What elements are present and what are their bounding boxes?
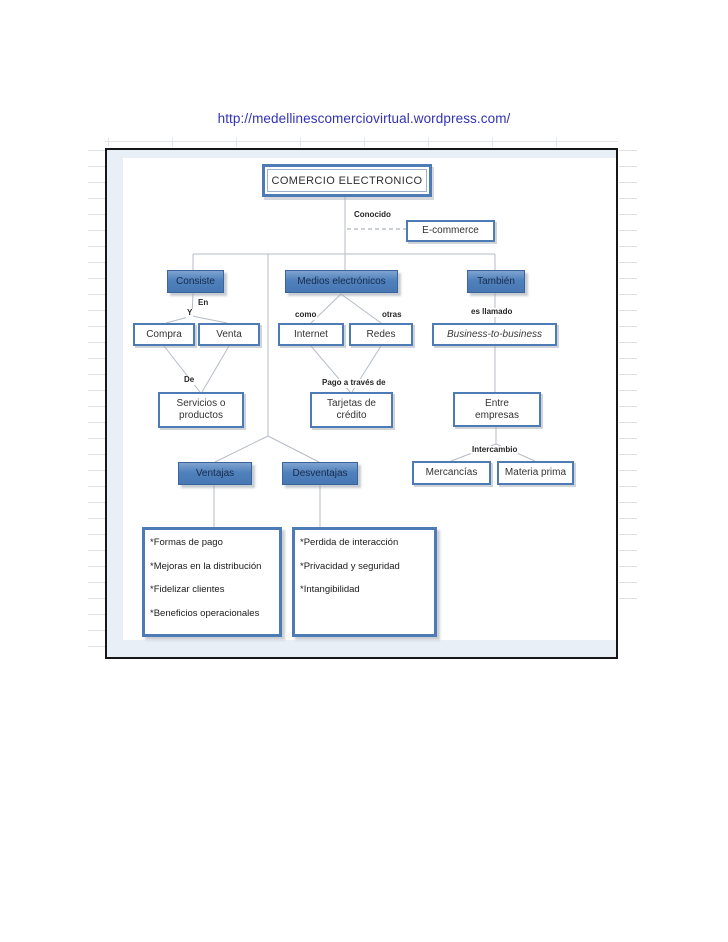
node-entre-empresas: Entre empresas [453, 392, 541, 427]
node-tarjetas-credito: Tarjetas de crédito [310, 392, 393, 428]
wordpress-url-link[interactable]: http://medellinescomerciovirtual.wordpre… [217, 111, 511, 126]
node-servicios-productos: Servicios o productos [158, 392, 244, 428]
edge-label-intercambio: Intercambio [471, 445, 519, 455]
list-item: *Mejoras en la distribución [150, 560, 262, 572]
node-comercio-electronico-label: COMERCIO ELECTRONICO [267, 169, 427, 192]
node-medios-electronicos: Medios electrónicos [285, 270, 398, 293]
gridline-ticks-top [108, 138, 616, 147]
list-item: *Privacidad y seguridad [300, 560, 400, 572]
edge-label-conocido: Conocido [353, 210, 392, 220]
edge-label-en: En [197, 298, 210, 308]
node-ecommerce: E-commerce [406, 220, 495, 242]
list-box-ventajas: *Formas de pago *Mejoras en la distribuc… [142, 527, 282, 637]
node-tambien: También [467, 270, 525, 293]
list-item: *Formas de pago [150, 537, 223, 548]
node-comercio-electronico: COMERCIO ELECTRONICO [262, 164, 432, 197]
node-mercancias: Mercancías [412, 461, 491, 485]
node-consiste: Consiste [167, 270, 224, 293]
node-ventajas: Ventajas [178, 462, 252, 485]
edge-label-es-llamado: es llamado [470, 307, 514, 317]
node-internet: Internet [278, 323, 344, 346]
node-business-to-business: Business-to-business [432, 323, 557, 346]
node-desventajas: Desventajas [282, 462, 358, 485]
list-item: *Perdida de interacción [300, 537, 399, 548]
edge-label-otras: otras [381, 310, 403, 320]
edge-label-de: De [183, 375, 196, 385]
edge-label-y: Y [186, 308, 194, 318]
gridline-strip-left [88, 150, 105, 658]
list-item: *Intangibilidad [300, 584, 360, 595]
node-venta: Venta [198, 323, 260, 346]
list-box-desventajas: *Perdida de interacción *Privacidad y se… [292, 527, 437, 637]
node-compra: Compra [133, 323, 195, 346]
edge-label-pago-a-traves-de: Pago a través de [321, 378, 387, 388]
node-materia-prima: Materia prima [497, 461, 574, 485]
edge-label-como: como [294, 310, 318, 320]
page-title: http://medellinescomerciovirtual.wordpre… [0, 111, 728, 126]
node-redes: Redes [349, 323, 413, 346]
gridline-strip-right [619, 150, 637, 610]
list-item: *Fidelizar clientes [150, 584, 225, 595]
list-item: *Beneficios operacionales [150, 607, 260, 619]
